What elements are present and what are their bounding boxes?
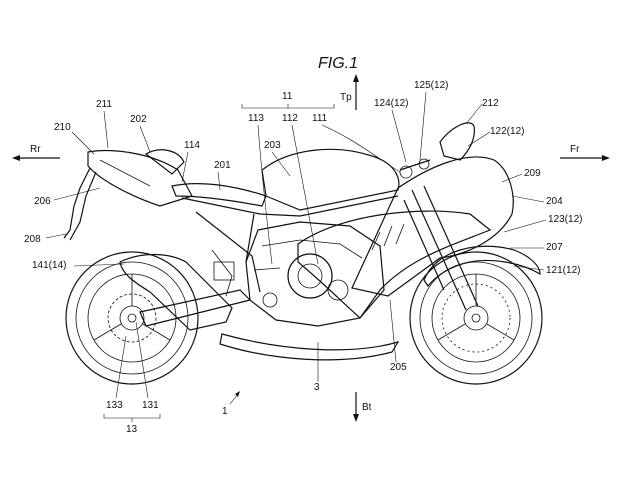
label-211: 211 xyxy=(96,99,112,110)
lead-201 xyxy=(217,171,221,191)
label-123: 123(12) xyxy=(548,214,582,225)
direction-rear-arrow xyxy=(12,155,60,161)
lead-202 xyxy=(139,125,151,153)
muffler xyxy=(119,253,233,331)
rear-wheel xyxy=(65,251,199,385)
label-122: 122(12) xyxy=(490,126,524,137)
lead-121 xyxy=(513,265,545,271)
label-112: 112 xyxy=(282,113,298,124)
direction-rear-label: Rr xyxy=(30,144,41,155)
direction-front-label: Fr xyxy=(570,144,580,155)
label-141: 141(14) xyxy=(32,260,66,271)
direction-front-arrow xyxy=(560,155,610,161)
direction-bottom-arrow xyxy=(353,392,359,422)
direction-top-arrow xyxy=(353,74,359,110)
lead-208 xyxy=(45,233,67,239)
under-cowl xyxy=(219,333,400,361)
label-203: 203 xyxy=(264,140,281,151)
lead-210 xyxy=(71,131,95,155)
direction-top-label: Tp xyxy=(340,92,352,103)
label-1: 1 xyxy=(222,406,228,417)
label-208: 208 xyxy=(24,234,41,245)
lead-123 xyxy=(503,219,547,233)
lead-122 xyxy=(467,131,491,147)
lead-205 xyxy=(389,299,397,363)
rear-fender xyxy=(63,167,97,241)
frame xyxy=(181,195,399,293)
lead-133 xyxy=(115,335,127,399)
label-209: 209 xyxy=(524,168,541,179)
rear-suspension xyxy=(211,249,235,297)
tail-cowl xyxy=(87,149,193,207)
figure-title: FIG.1 xyxy=(318,55,358,72)
lead-204 xyxy=(511,195,545,203)
lead-141 xyxy=(73,263,125,267)
lead-114 xyxy=(181,151,189,183)
label-124: 124(12) xyxy=(374,98,408,109)
label-204: 204 xyxy=(546,196,563,207)
front-cowl xyxy=(297,156,514,319)
lead-131 xyxy=(135,321,149,399)
group-11-bracket xyxy=(241,104,335,109)
lead-206 xyxy=(53,187,101,201)
label-111: 111 xyxy=(312,113,328,124)
fuel-tank xyxy=(261,148,400,211)
label-133: 133 xyxy=(106,400,123,411)
front-wheel xyxy=(409,251,543,385)
handlebar xyxy=(399,158,431,179)
label-202: 202 xyxy=(130,114,147,125)
lead-211 xyxy=(103,110,109,149)
windscreen xyxy=(439,122,475,161)
direction-bottom-label: Bt xyxy=(362,402,372,413)
label-201: 201 xyxy=(214,160,231,171)
label-121: 121(12) xyxy=(546,265,580,276)
lead-212 xyxy=(465,103,483,125)
label-212: 212 xyxy=(482,98,499,109)
group-13-bracket xyxy=(103,414,161,422)
label-131: 131 xyxy=(142,400,159,411)
label-3: 3 xyxy=(314,382,320,393)
label-125: 125(12) xyxy=(414,80,448,91)
swing-arm xyxy=(139,289,252,327)
label-206: 206 xyxy=(34,196,51,207)
ref-1-arrow xyxy=(229,391,240,405)
lead-203 xyxy=(271,151,291,177)
label-207: 207 xyxy=(546,242,563,253)
front-fender xyxy=(423,245,541,288)
label-113: 113 xyxy=(248,113,264,124)
label-11: 11 xyxy=(282,91,293,102)
label-205: 205 xyxy=(390,362,407,373)
engine xyxy=(245,221,385,327)
lead-124 xyxy=(391,109,407,163)
label-114: 114 xyxy=(184,140,200,151)
label-210: 210 xyxy=(54,122,71,133)
seat xyxy=(171,183,267,207)
lead-209 xyxy=(501,173,523,183)
leads-11 xyxy=(257,124,401,265)
lead-125 xyxy=(419,91,427,161)
label-13: 13 xyxy=(126,424,138,435)
